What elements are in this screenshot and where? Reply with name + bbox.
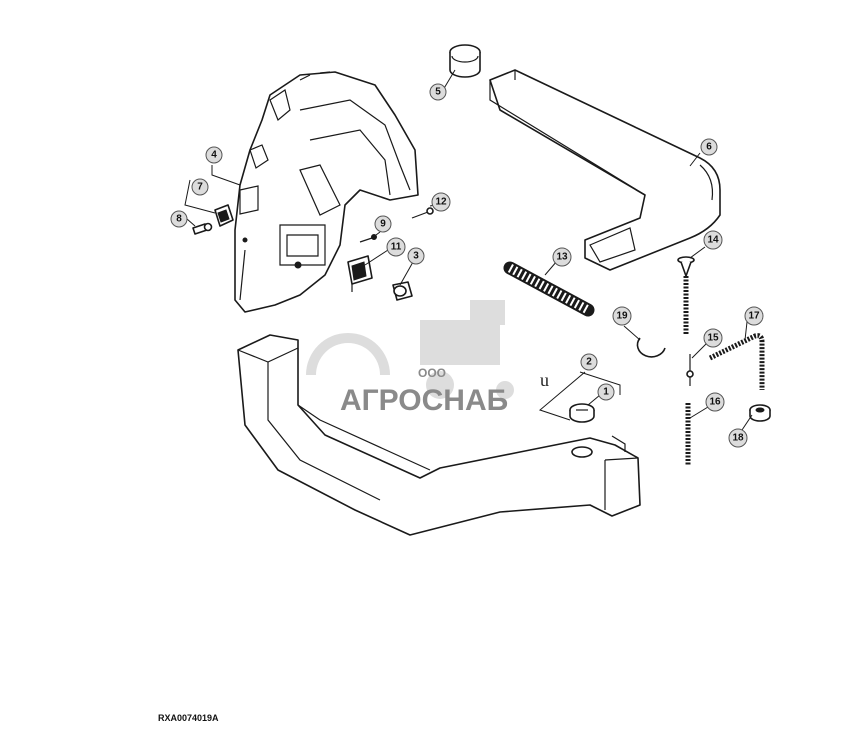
callout-label: 15 [707,333,719,344]
stray-mark: u [540,370,549,390]
figure-id: RXA0074019A [158,713,219,723]
lower-duct [237,334,641,536]
callout-16: 16 [705,392,725,412]
watermark-name: АГРОСНАБ [340,384,508,417]
screw-12 [411,207,434,219]
fastener-15 [686,354,694,386]
callout-label: 3 [413,251,419,262]
callout-13: 13 [552,247,572,267]
callout-4: 4 [205,146,223,164]
callout-label: 5 [435,87,441,98]
corrugated-hose [503,261,595,317]
callout-18: 18 [728,428,748,448]
callout-11: 11 [386,237,406,257]
callout-7: 7 [191,178,209,196]
bent-rod [708,333,765,390]
callout-15: 15 [703,328,723,348]
callout-19: 19 [612,306,632,326]
callout-label: 6 [706,142,712,153]
callout-label: 13 [556,252,568,263]
callout-label: 9 [380,219,386,230]
callout-label: 12 [435,197,447,208]
snap-ring [636,337,666,358]
callout-label: 4 [211,150,217,161]
callout-2: 2 [580,353,598,371]
cap-part [569,403,595,423]
ring-part [449,44,481,78]
callout-label: 17 [748,311,760,322]
callout-9: 9 [374,215,392,233]
callout-5: 5 [429,83,447,101]
callout-3: 3 [407,247,425,265]
watermark-logo: ООО АГРОСНАБ [306,300,514,417]
clip-part [214,204,234,227]
callout-label: 7 [197,182,203,193]
callout-label: 1 [603,387,609,398]
screw-9 [359,234,377,243]
callout-6: 6 [700,138,718,156]
housing-assembly [234,71,419,313]
callout-label: 11 [391,242,402,253]
callout-17: 17 [744,306,764,326]
callout-label: 2 [586,357,592,368]
callout-8: 8 [170,210,188,228]
callout-label: 14 [707,235,719,246]
screw-8 [192,222,213,235]
callout-12: 12 [431,192,451,212]
bolt-14 [677,256,695,335]
callout-14: 14 [703,230,723,250]
callout-1: 1 [597,383,615,401]
callout-label: 16 [709,397,721,408]
callout-label: 19 [616,311,628,322]
callout-label: 18 [732,433,744,444]
upper-duct [489,69,721,271]
callout-label: 8 [176,214,182,225]
actuator-part [347,255,373,292]
grommet [749,404,771,422]
connector-part [392,281,413,301]
watermark-prefix: ООО [418,366,446,380]
